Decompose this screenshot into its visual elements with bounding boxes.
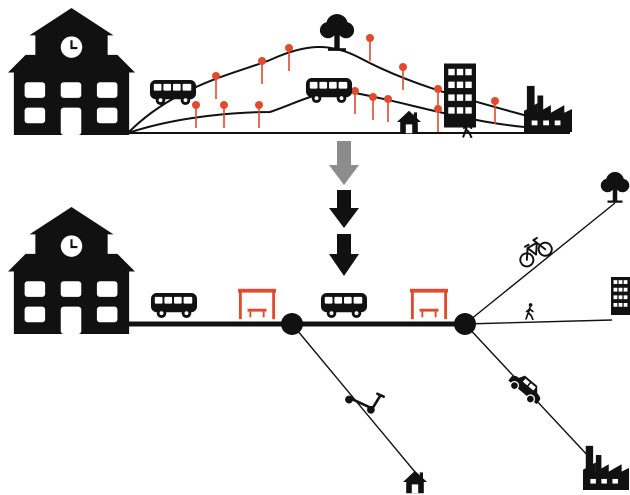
- bus-stop-pin-icon: [285, 44, 293, 71]
- bus-icon: [321, 293, 367, 318]
- factory-icon: [524, 86, 572, 132]
- office-building-icon: [611, 277, 630, 315]
- tree-icon: [320, 14, 354, 51]
- bus-shelter-icon: [410, 289, 448, 319]
- arrow-down-icon: [329, 141, 359, 185]
- transition-arrows: [329, 141, 359, 276]
- branch-line-walk: [465, 320, 612, 324]
- bus-stop-pin-icon: [369, 93, 377, 120]
- bus-stop-pin-icon: [258, 57, 266, 84]
- house-icon: [403, 471, 427, 493]
- pedestrian-icon: [526, 303, 533, 319]
- bus-stop-pin-icon: [491, 97, 499, 124]
- bus-stop-pin-icon: [255, 101, 263, 128]
- arrow-down-icon: [329, 234, 359, 276]
- bus-stop-pin-icon: [351, 87, 359, 114]
- branch-line-bicycle: [465, 203, 615, 324]
- hill-outline-lower: [128, 92, 570, 133]
- school-icon: [8, 207, 135, 334]
- factory-icon: [583, 446, 629, 490]
- arrow-down-icon: [329, 190, 359, 228]
- school-icon: [8, 8, 135, 135]
- bus-icon: [306, 78, 352, 103]
- bus-stop-pin-icon: [384, 95, 392, 122]
- tree-icon: [601, 172, 630, 203]
- bus-stop-pin-icon: [212, 72, 220, 99]
- office-building-icon: [444, 64, 476, 128]
- redesigned-network-scene: [8, 172, 630, 493]
- bicycle-icon: [514, 234, 554, 269]
- bus-stop-pin-icon: [192, 101, 200, 128]
- bus-shelter-icon: [238, 289, 276, 319]
- transfer-node: [454, 313, 476, 335]
- original-network-scene: [8, 8, 572, 137]
- bus-icon: [151, 293, 197, 318]
- transfer-node: [281, 313, 303, 335]
- bus-stop-pin-icon: [366, 34, 374, 61]
- branch-line-scooter: [292, 324, 415, 472]
- bus-stop-pin-icon: [434, 105, 442, 132]
- bus-icon: [150, 80, 196, 105]
- house-icon: [397, 111, 421, 133]
